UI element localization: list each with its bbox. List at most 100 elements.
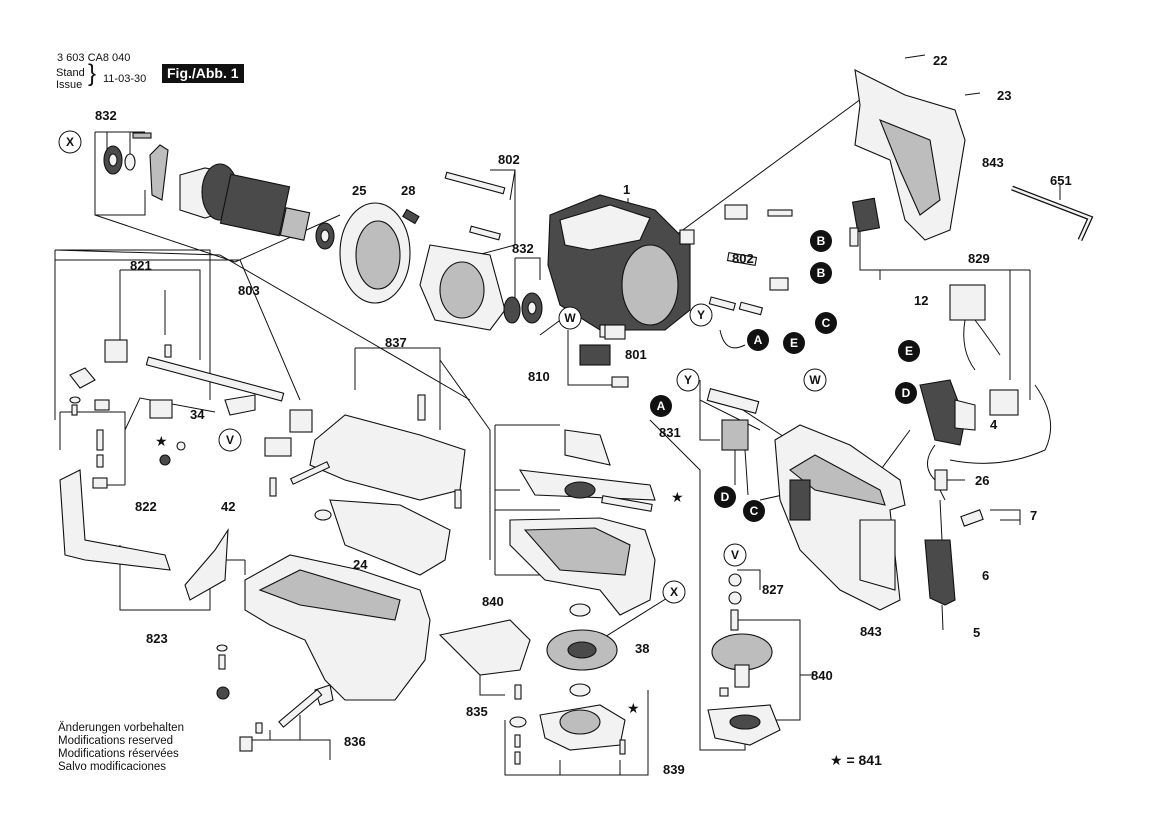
label-7: 7 [1030, 508, 1037, 523]
issue-date: 11-03-30 [103, 73, 147, 85]
label-26: 26 [975, 473, 989, 488]
svg-text:V: V [226, 433, 234, 447]
svg-text:D: D [902, 386, 911, 400]
switch-wiring-parts [579, 204, 793, 496]
svg-text:E: E [905, 344, 913, 358]
label-6: 6 [982, 568, 989, 583]
label-803: 803 [238, 283, 260, 298]
label-802-right: 802 [732, 251, 754, 266]
hex-key [1011, 185, 1094, 242]
svg-text:C: C [750, 504, 759, 518]
callout-X-mid: X [662, 580, 686, 604]
label-12: 12 [914, 293, 928, 308]
svg-text:X: X [66, 135, 74, 149]
doc-number: 3 603 CA8 040 [57, 52, 131, 64]
label-835: 835 [466, 704, 488, 719]
label-840-right: 840 [811, 668, 833, 683]
label-651: 651 [1050, 173, 1072, 188]
armature-assembly [103, 132, 335, 250]
svg-text:A: A [657, 399, 666, 413]
label-4: 4 [990, 417, 998, 432]
brush-parts [444, 171, 506, 241]
figure-label: Fig./Abb. 1 [162, 64, 244, 83]
label-829: 829 [968, 251, 990, 266]
label-42: 42 [221, 499, 235, 514]
callout-V-left: V [218, 428, 242, 452]
label-801: 801 [625, 347, 647, 362]
callout-V-right: V [723, 543, 747, 567]
plunger-and-shoe-parts [59, 339, 466, 752]
label-25: 25 [352, 183, 366, 198]
label-1: 1 [623, 182, 630, 197]
svg-text:★: ★ [671, 489, 684, 505]
label-802-top: 802 [498, 152, 520, 167]
badge-E-2: E [898, 340, 920, 362]
gear-housing-assembly [438, 429, 656, 765]
label-23: 23 [997, 88, 1011, 103]
label-821: 821 [130, 258, 152, 273]
footer-notes: Änderungen vorbehalten Modifications res… [58, 722, 184, 774]
svg-text:B: B [817, 266, 826, 280]
front-housing-shell [774, 424, 906, 611]
badge-A-1: A [747, 329, 769, 351]
fan-baffle [339, 202, 420, 304]
svg-text:Y: Y [684, 373, 692, 387]
label-822: 822 [135, 499, 157, 514]
badge-C-2: C [743, 500, 765, 522]
svg-text:W: W [564, 311, 576, 325]
star-markers: ★ ★ ★ [155, 433, 684, 716]
note-fr: Modifications réservées [58, 748, 179, 760]
badge-B-2: B [810, 262, 832, 284]
svg-text:★: ★ [627, 700, 640, 716]
label-34: 34 [190, 407, 205, 422]
badge-E-1: E [783, 332, 805, 354]
label-843-top: 843 [982, 155, 1004, 170]
rear-handle [849, 54, 981, 247]
svg-text:★: ★ [155, 433, 168, 449]
badge-C-1: C [815, 312, 837, 334]
field-stator [419, 244, 543, 331]
callout-Y-top: Y [689, 303, 713, 327]
callout-Y-bottom: Y [676, 368, 700, 392]
label-832-left: 832 [95, 108, 117, 123]
cam-assembly [707, 573, 781, 746]
label-836: 836 [344, 734, 366, 749]
callout-W-right: W [803, 368, 827, 392]
label-839: 839 [663, 762, 685, 777]
badge-B-1: B [810, 230, 832, 252]
label-22: 22 [933, 53, 947, 68]
switch-assembly [919, 284, 1052, 631]
svg-text:V: V [731, 548, 739, 562]
part-number-labels: 22 23 843 651 829 12 4 26 7 6 843 5 832 … [95, 53, 1072, 777]
svg-text:X: X [670, 585, 678, 599]
connector-badges: B B C A E A D C E D [650, 230, 920, 522]
svg-text:Y: Y [697, 308, 705, 322]
badge-D-1: D [714, 486, 736, 508]
issue-label: Issue [56, 79, 83, 91]
note-es: Salvo modificaciones [58, 761, 167, 773]
callout-W-left: W [558, 306, 582, 330]
note-en: Modifications reserved [58, 735, 174, 747]
badge-A-2: A [650, 395, 672, 417]
label-837: 837 [385, 335, 407, 350]
svg-text:C: C [822, 316, 831, 330]
label-843-bottom: 843 [860, 624, 882, 639]
label-827: 827 [762, 582, 784, 597]
badge-D-2: D [895, 382, 917, 404]
label-832-mid: 832 [512, 241, 534, 256]
brace-glyph: } [88, 60, 97, 87]
stand-label: Stand [56, 67, 85, 79]
label-840-left: 840 [482, 594, 504, 609]
svg-text:B: B [817, 234, 826, 248]
svg-text:E: E [790, 336, 798, 350]
legend-text: = 841 [846, 752, 882, 768]
label-24: 24 [353, 557, 368, 572]
note-de: Änderungen vorbehalten [58, 722, 184, 734]
callout-X-top: X [58, 130, 82, 154]
svg-text:D: D [721, 490, 730, 504]
label-38: 38 [635, 641, 649, 656]
svg-text:W: W [809, 373, 821, 387]
star-legend: ★ = 841 [830, 752, 882, 769]
